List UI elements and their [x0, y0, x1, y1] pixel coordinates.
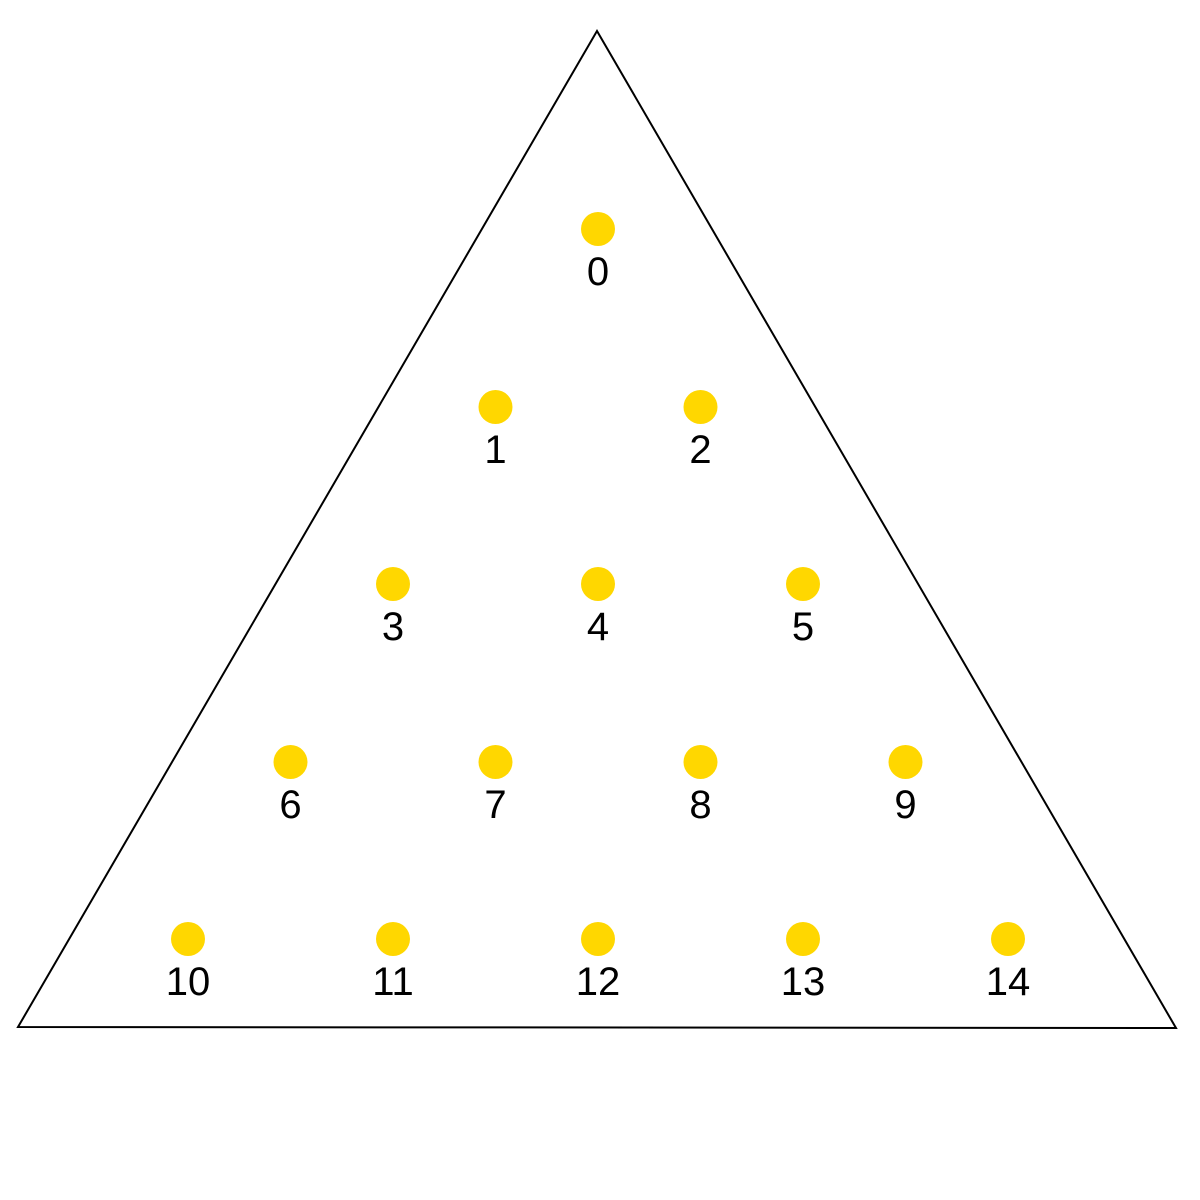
peg-dot[interactable]: [888, 745, 923, 779]
peg-10[interactable]: 10: [166, 922, 211, 1004]
peg-label: 8: [689, 783, 711, 827]
peg-label: 14: [986, 960, 1031, 1004]
peg-label: 13: [781, 960, 826, 1004]
peg-dot[interactable]: [683, 390, 718, 424]
peg-3[interactable]: 3: [376, 567, 410, 649]
peg-label: 12: [576, 960, 621, 1004]
peg-dot[interactable]: [786, 922, 820, 956]
peg-label: 2: [689, 428, 711, 472]
peg-dot[interactable]: [478, 390, 513, 424]
peg-dot[interactable]: [991, 922, 1025, 956]
peg-12[interactable]: 12: [576, 922, 621, 1004]
peg-dot[interactable]: [786, 567, 820, 601]
peg-label: 1: [484, 428, 506, 472]
peg-label: 7: [484, 783, 506, 827]
peg-dot[interactable]: [581, 922, 615, 956]
peg-dot[interactable]: [581, 567, 615, 601]
peg-14[interactable]: 14: [986, 922, 1031, 1004]
peg-dot[interactable]: [273, 745, 308, 779]
peg-dot[interactable]: [376, 567, 410, 601]
peg-0[interactable]: 0: [581, 212, 615, 294]
peg-1[interactable]: 1: [478, 390, 513, 472]
peg-9[interactable]: 9: [888, 745, 923, 827]
peg-label: 3: [382, 605, 404, 649]
peg-dot[interactable]: [581, 212, 615, 246]
peg-label: 4: [587, 605, 609, 649]
peg-8[interactable]: 8: [683, 745, 718, 827]
peg-label: 11: [372, 960, 414, 1004]
peg-5[interactable]: 5: [786, 567, 820, 649]
peg-7[interactable]: 7: [478, 745, 513, 827]
triangle-outline: [16, 29, 1178, 1030]
peg-label: 0: [587, 250, 609, 294]
peg-dot[interactable]: [683, 745, 718, 779]
peg-label: 10: [166, 960, 211, 1004]
peg-label: 5: [792, 605, 814, 649]
peg-dot[interactable]: [376, 922, 410, 956]
peg-13[interactable]: 13: [781, 922, 826, 1004]
peg-dot[interactable]: [171, 922, 205, 956]
peg-11[interactable]: 11: [372, 922, 414, 1004]
peg-label: 6: [279, 783, 301, 827]
peg-4[interactable]: 4: [581, 567, 615, 649]
peg-2[interactable]: 2: [683, 390, 718, 472]
peg-label: 9: [894, 783, 916, 827]
peg-6[interactable]: 6: [273, 745, 308, 827]
peg-dot[interactable]: [478, 745, 513, 779]
